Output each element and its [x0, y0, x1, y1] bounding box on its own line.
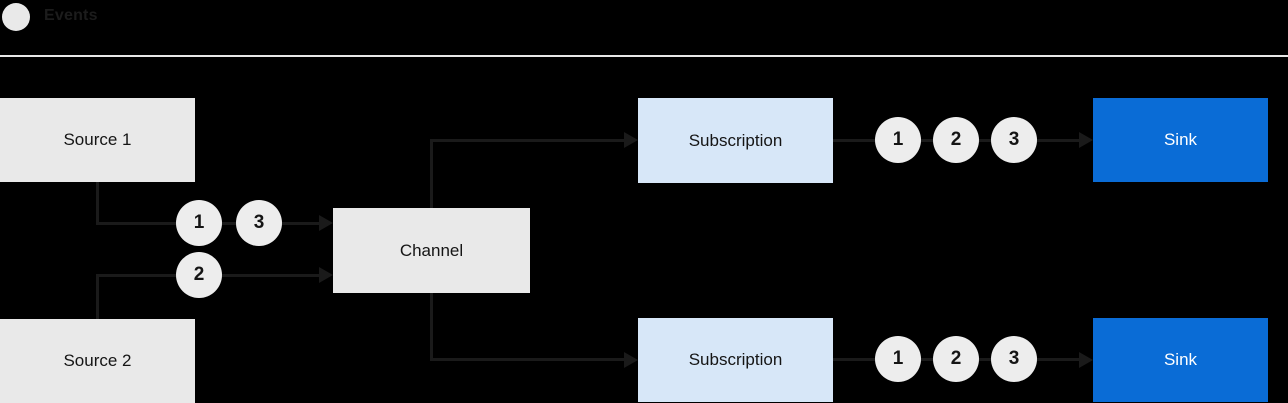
- arrowhead-icon: [319, 267, 333, 283]
- connector-line: [430, 139, 628, 142]
- event-circle: 1: [176, 200, 222, 246]
- connector-line: [430, 293, 433, 360]
- subscription-top-label: Subscription: [688, 130, 783, 150]
- source-1-node: Source 1: [0, 98, 195, 182]
- separator-line: [0, 55, 1288, 57]
- legend-label: Events: [44, 7, 98, 24]
- sink-node-top: Sink: [1093, 98, 1268, 182]
- event-circle: 2: [933, 117, 979, 163]
- connector-line: [96, 274, 99, 319]
- source-2-label: Source 2: [63, 351, 132, 370]
- connector-line: [430, 358, 628, 361]
- source-1-label: Source 1: [63, 130, 132, 149]
- event-legend-circle-icon: [2, 3, 30, 31]
- event-circle: 2: [176, 252, 222, 298]
- event-circle: 3: [991, 336, 1037, 382]
- subscription-bottom-label: Subscription: [688, 350, 783, 369]
- channel-node: Channel: [333, 208, 530, 293]
- arrowhead-icon: [1079, 132, 1093, 148]
- subscription-node-top: Subscription: [638, 98, 833, 183]
- arrowhead-icon: [319, 215, 333, 231]
- arrowhead-icon: [1079, 352, 1093, 368]
- arrowhead-icon: [624, 132, 638, 148]
- subscription-node-bottom: Subscription: [638, 318, 833, 402]
- event-circle: 2: [933, 336, 979, 382]
- source-2-node: Source 2: [0, 319, 195, 403]
- channel-label: Channel: [399, 240, 464, 260]
- event-circle: 1: [875, 117, 921, 163]
- connector-line: [96, 181, 99, 224]
- event-circle: 3: [236, 200, 282, 246]
- sink-node-bottom: Sink: [1093, 318, 1268, 402]
- sink-bottom-label: Sink: [1163, 350, 1198, 369]
- event-circle: 3: [991, 117, 1037, 163]
- event-circle: 1: [875, 336, 921, 382]
- sink-top-label: Sink: [1163, 130, 1198, 149]
- connector-line: [430, 140, 433, 208]
- arrowhead-icon: [624, 352, 638, 368]
